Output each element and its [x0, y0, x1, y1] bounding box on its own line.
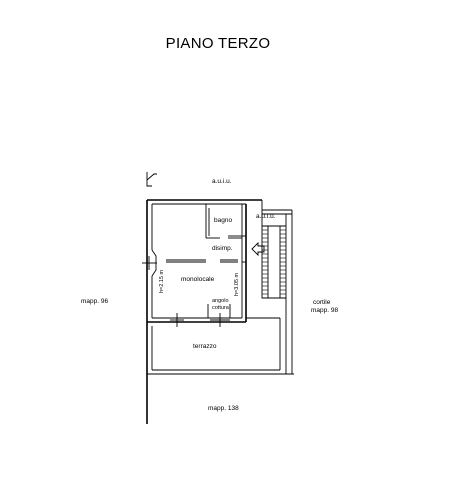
label-monolocale: monolocale — [181, 276, 215, 283]
label-cortile: cortile — [313, 299, 331, 306]
plan-title: PIANO TERZO — [166, 35, 271, 52]
bathroom-walls — [205, 204, 242, 239]
wall-fragment-top — [146, 172, 157, 187]
terrace-walls — [146, 317, 294, 424]
label-disimp: disimp. — [212, 245, 233, 252]
window-markers — [142, 256, 230, 327]
partition-wall — [166, 259, 238, 263]
label-auiu-right: a.u.i.u. — [256, 213, 276, 220]
kitchen-corner — [207, 304, 231, 318]
label-height-right: h=3.05 m — [234, 272, 240, 296]
apartment-walls — [146, 199, 262, 323]
label-mapp138: mapp. 138 — [208, 405, 239, 412]
label-angolo: angolo — [212, 298, 229, 304]
label-height-left: h=2.15 m — [159, 269, 165, 293]
entrance-arrow-icon — [251, 241, 265, 257]
staircase — [261, 200, 293, 374]
label-bagno: bagno — [214, 217, 232, 224]
label-mapp96: mapp. 96 — [81, 298, 108, 305]
label-auiu-top: a.u.i.u. — [212, 178, 232, 185]
label-terrazzo: terrazzo — [193, 343, 217, 350]
label-mapp98: mapp. 98 — [311, 307, 338, 314]
label-cottura: cottura — [212, 305, 230, 311]
